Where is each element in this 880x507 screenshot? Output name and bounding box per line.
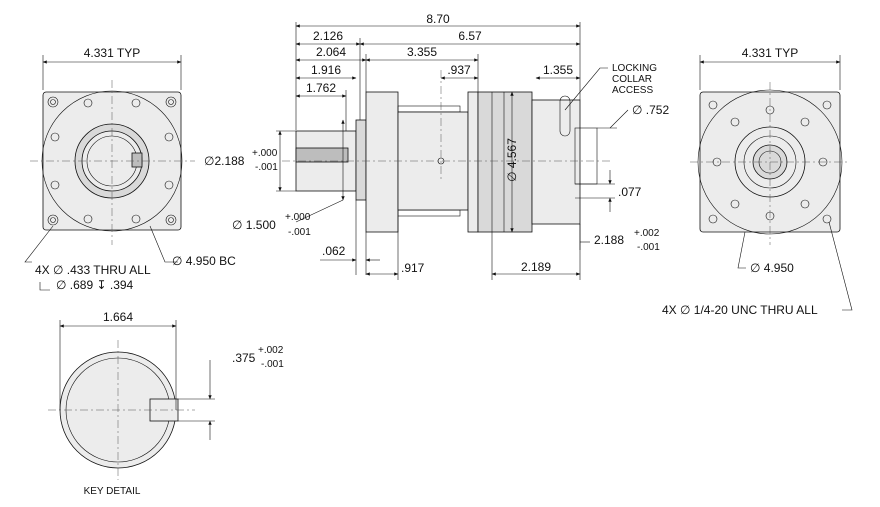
locking-note-1: LOCKING xyxy=(612,63,657,74)
key-tol-upper: +.002 xyxy=(258,345,284,356)
left-width-dim: 4.331 TYP xyxy=(84,46,140,60)
key-detail-label: KEY DETAIL xyxy=(84,486,141,497)
input-tol-lower: -.001 xyxy=(637,242,660,253)
right-hole-callout: 4X ∅ 1/4-20 UNC THRU ALL xyxy=(662,303,818,317)
right-bolt-holes xyxy=(708,100,832,224)
side-view: 8.70 2.126 6.57 2.064 3.355 1.916 .937 1… xyxy=(204,12,669,280)
left-hole-callout: 4X ∅ .433 THRU ALL xyxy=(35,263,151,277)
dim-937: .937 xyxy=(447,63,471,77)
shaft-tol-lower: -.001 xyxy=(255,162,278,173)
pilot-tol-upper: +.000 xyxy=(285,212,311,223)
left-bolt-circle-dim: ∅ 4.950 BC xyxy=(172,254,236,268)
dim-1355: 1.355 xyxy=(543,63,573,77)
bore-diameter-dim: ∅ .752 xyxy=(632,103,669,117)
pilot-tol-lower: -.001 xyxy=(288,227,311,238)
dim-077: .077 xyxy=(618,185,642,199)
dim-2126: 2.126 xyxy=(313,29,343,43)
input-tol-upper: +.002 xyxy=(634,228,660,239)
dim-2064: 2.064 xyxy=(316,45,346,59)
pilot-diameter-dim: ∅ 1.500 xyxy=(232,218,276,232)
right-flange-view: 4.331 TYP ∅ 4.950 4X ∅ 1/4-20 UNC THRU A… xyxy=(662,46,853,317)
dim-062: .062 xyxy=(322,244,346,258)
key-tol-lower: -.001 xyxy=(261,359,284,370)
shaft-tol-upper: +.000 xyxy=(252,148,278,159)
input-diameter-dim: 2.188 xyxy=(594,233,624,247)
dim-657: 6.57 xyxy=(458,29,482,43)
housing-diameter-dim: ∅ 4.567 xyxy=(505,138,519,182)
key-detail-view: 1.664 .375 +.002 -.001 KEY DETAIL xyxy=(48,310,284,497)
overall-length-dim: 8.70 xyxy=(426,12,450,26)
shaft-diameter-dim: ∅2.188 xyxy=(204,154,245,168)
key-width-dim: 1.664 xyxy=(103,310,133,324)
right-width-dim: 4.331 TYP xyxy=(742,46,798,60)
left-flange-view: 4.331 TYP 4X ∅ .433 THRU ALL ∅ .689 ↧ .3… xyxy=(24,46,236,292)
locking-note-3: ACCESS xyxy=(612,85,653,96)
right-bolt-circle-dim: ∅ 4.950 xyxy=(750,261,794,275)
dim-1916: 1.916 xyxy=(311,63,341,77)
counterbore-callout: ∅ .689 ↧ .394 xyxy=(56,278,134,292)
dim-2189: 2.189 xyxy=(521,260,551,274)
dim-1762: 1.762 xyxy=(306,81,336,95)
locking-note-2: COLLAR xyxy=(612,74,652,85)
key-dim: .375 xyxy=(232,351,256,365)
dim-917: .917 xyxy=(401,261,425,275)
left-bolt-holes xyxy=(47,96,177,226)
dim-3355: 3.355 xyxy=(407,45,437,59)
